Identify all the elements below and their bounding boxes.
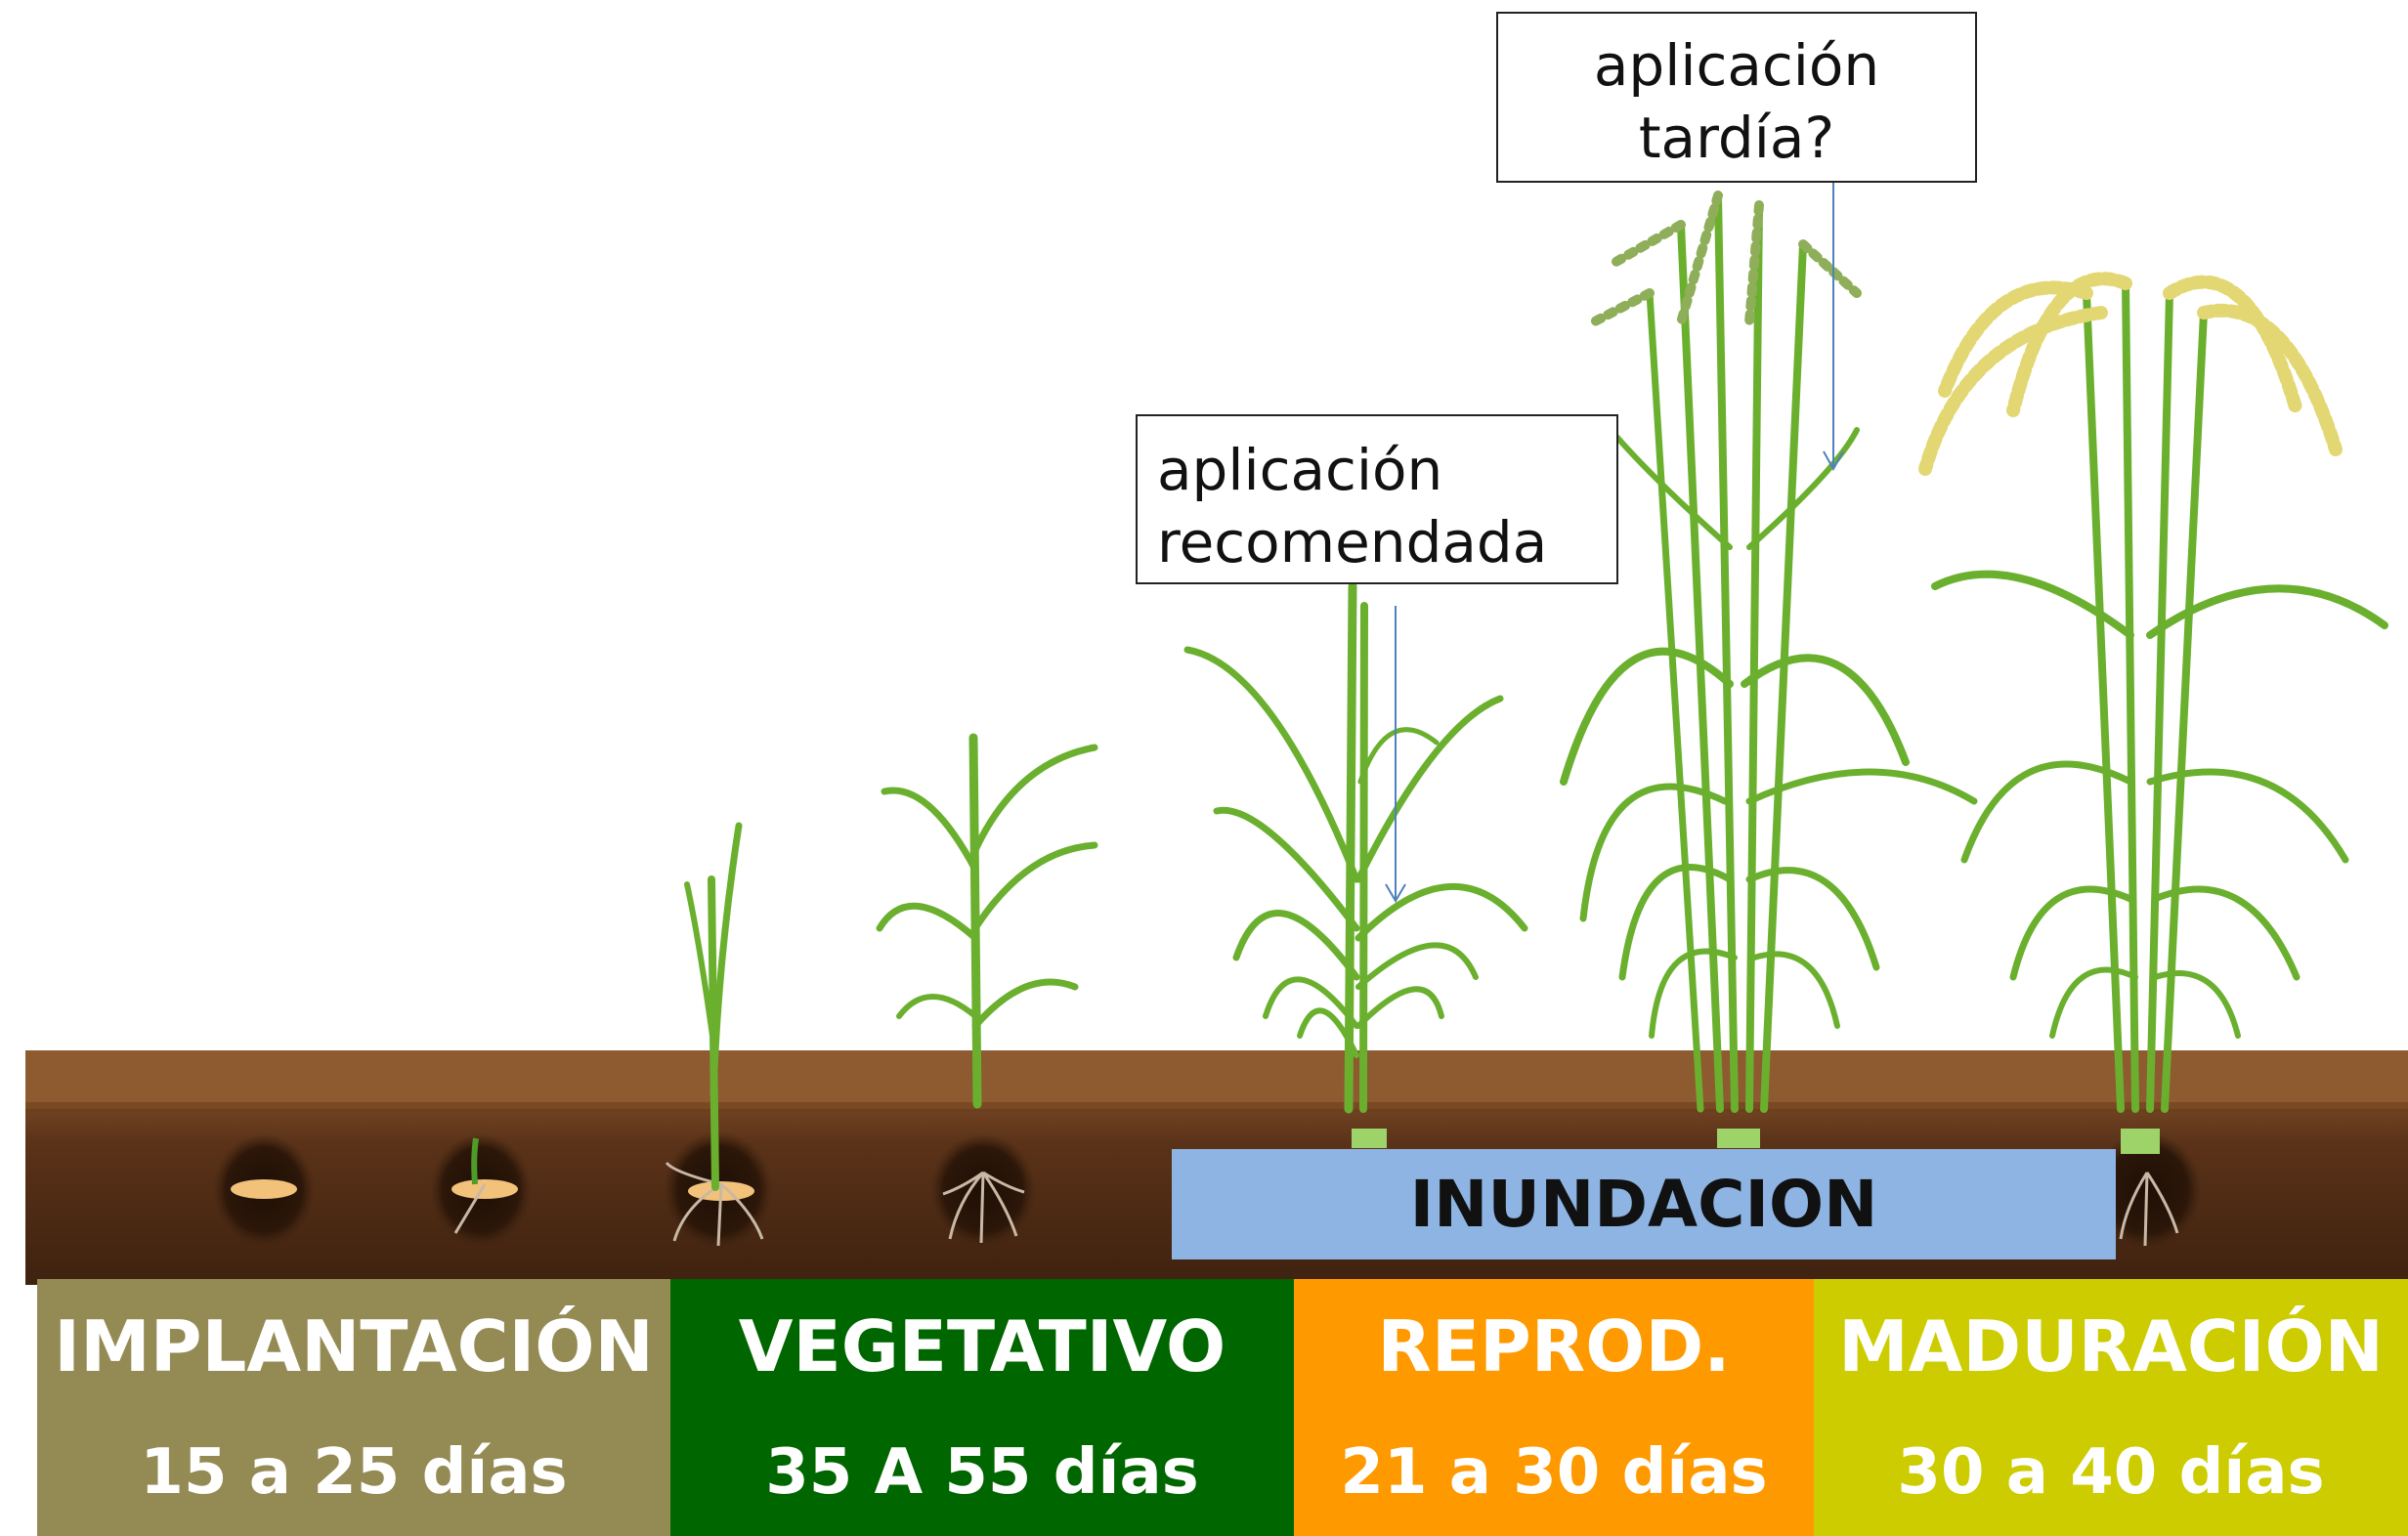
late-callout-line2: tardía?	[1638, 105, 1835, 171]
roots	[453, 1161, 2179, 1247]
flood-bar: INUNDACION	[1172, 1149, 2116, 1259]
upright-panicles	[1588, 191, 1862, 327]
sprout	[471, 1137, 479, 1185]
stage-reproductive: REPROD. 21 a 30 días	[1294, 1279, 1814, 1536]
recommended-application-callout: aplicación recomendada	[1136, 414, 1618, 584]
stage-name: VEGETATIVO	[738, 1305, 1226, 1387]
stage-implantation: IMPLANTACIÓN 15 a 25 días	[37, 1279, 670, 1536]
stage-duration: 30 a 40 días	[1897, 1436, 2325, 1509]
reproductive-plant	[1560, 192, 1978, 1113]
golden-panicles	[1918, 272, 2343, 476]
stage-blocks	[37, 1279, 2408, 1536]
mature-plant	[1931, 279, 2388, 1113]
stage-maturation: MADURACIÓN 30 a 40 días	[1814, 1279, 2408, 1536]
late-callout-line1: aplicación	[1593, 32, 1880, 99]
late-arrow	[1823, 183, 1844, 472]
stage-duration: 21 a 30 días	[1340, 1436, 1768, 1509]
stage-name: IMPLANTACIÓN	[54, 1305, 654, 1387]
recommended-callout-line2: recomendada	[1157, 509, 1548, 576]
tillering-plant	[876, 733, 1098, 1109]
flood-label: INUNDACION	[1409, 1167, 1878, 1242]
stage-duration: 35 A 55 días	[765, 1436, 1199, 1509]
late-application-callout: aplicación tardía?	[1496, 12, 1977, 183]
vegetative-plant	[1183, 581, 1528, 1114]
stage-name: MADURACIÓN	[1838, 1305, 2384, 1387]
seedling	[684, 822, 743, 1191]
recommended-callout-line1: aplicación	[1157, 437, 1443, 503]
stem-bases	[1352, 1129, 2160, 1154]
recommended-arrow	[1385, 606, 1406, 903]
stage-duration: 15 a 25 días	[140, 1436, 568, 1509]
stage-name: REPROD.	[1377, 1305, 1731, 1387]
stage-vegetative: VEGETATIVO 35 A 55 días	[670, 1279, 1294, 1536]
